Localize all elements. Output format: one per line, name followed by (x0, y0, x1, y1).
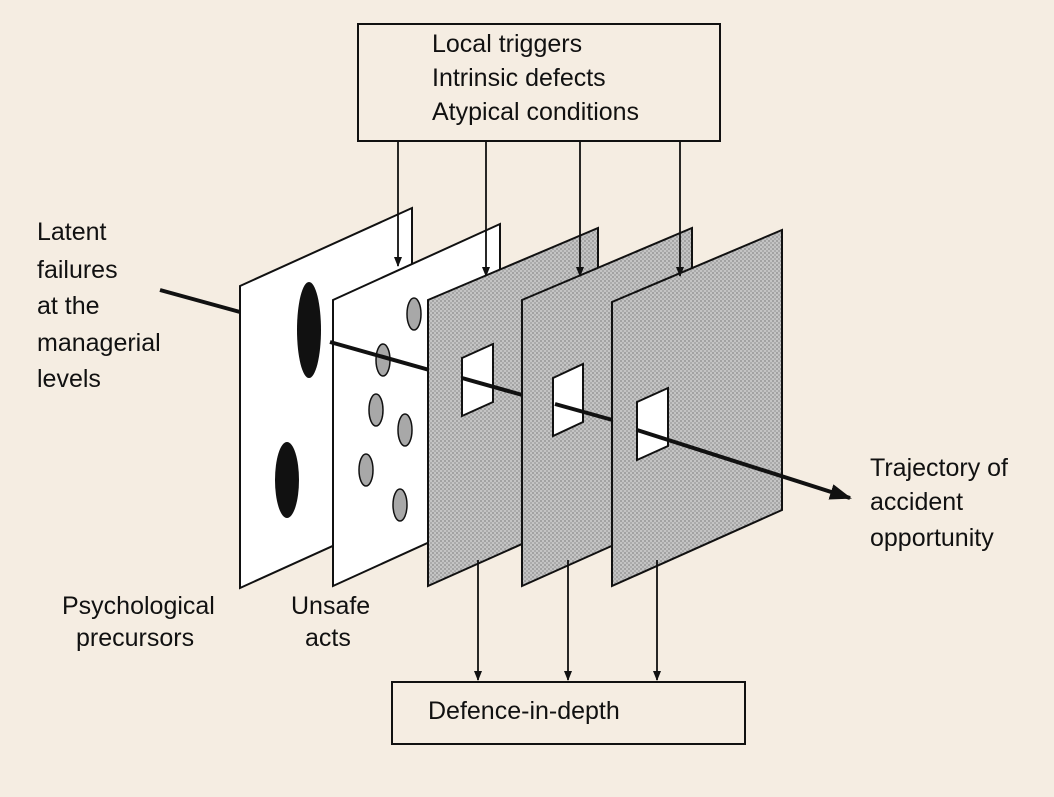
latent-label-line: failures (37, 256, 118, 284)
latent-label-line: Latent (37, 218, 107, 246)
trajectory-line-mid (329, 340, 441, 375)
trajectory-label-line: Trajectory of (870, 454, 1009, 482)
defence-hole (636, 386, 669, 462)
latent-label-line: managerial (37, 329, 161, 357)
unsafe-label-line: acts (305, 624, 351, 652)
defence-box (391, 681, 746, 745)
psych-label-line: Psychological (62, 592, 215, 620)
defence-hole (461, 342, 494, 418)
psych-label-line: precursors (76, 624, 195, 652)
latent-label-line: levels (37, 365, 101, 393)
triggers-line: Local triggers (432, 30, 583, 58)
trajectory-label-line: accident (870, 488, 964, 516)
latent-failure-hole (297, 282, 321, 378)
plane-defence-3 (611, 228, 783, 588)
precursor-hole (397, 413, 413, 447)
defence-box-label: Defence-in-depth (428, 697, 620, 725)
precursor-hole (368, 393, 384, 427)
unsafe-label-line: Unsafe (291, 592, 371, 620)
defence-hole (552, 362, 584, 438)
precursor-hole (406, 297, 422, 331)
latent-label-line: at the (37, 292, 100, 320)
triggers-box (357, 23, 721, 142)
triggers-line: Atypical conditions (432, 98, 640, 126)
latent-failure-hole (275, 442, 299, 518)
trajectory-label-line: opportunity (870, 524, 994, 552)
precursor-hole (392, 488, 408, 522)
precursor-hole (358, 453, 374, 487)
trajectory-line-start (159, 288, 241, 314)
triggers-line: Intrinsic defects (432, 64, 606, 92)
trajectory-arrow (636, 428, 852, 500)
